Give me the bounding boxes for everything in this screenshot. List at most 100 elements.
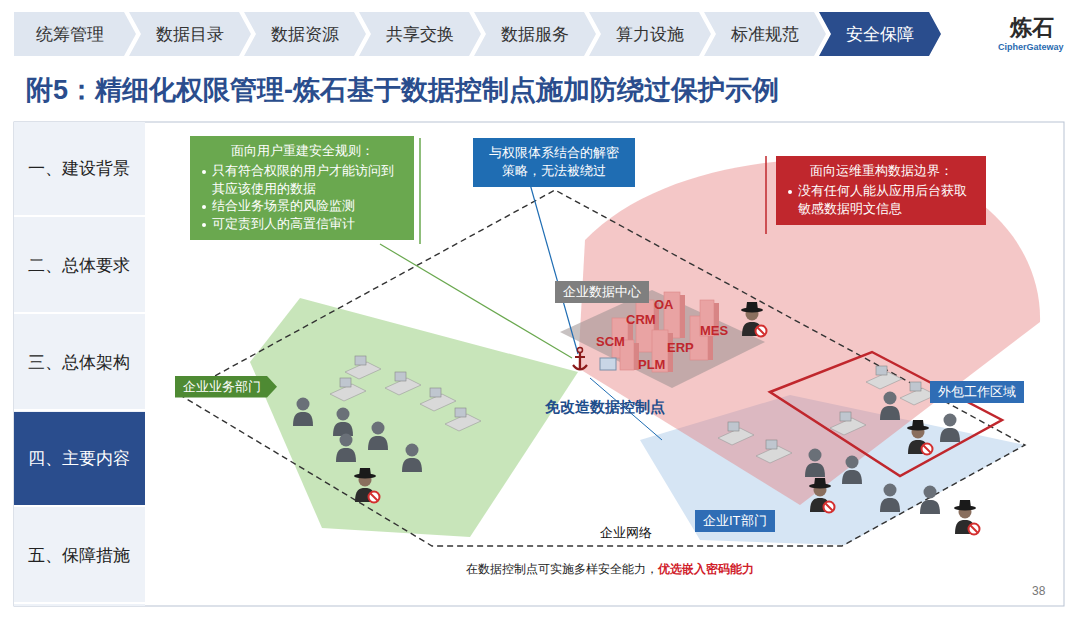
hat-crown (959, 500, 971, 508)
monitor (728, 422, 739, 431)
staff-icon (805, 449, 825, 478)
callout-row: 没有任何人能从应用后台获取敏感数据明文信息 (786, 183, 976, 218)
attacker-icon (954, 500, 980, 535)
system-label: OA (654, 297, 674, 312)
person-body (336, 448, 356, 462)
leader-line (419, 138, 421, 244)
callout-row: 面向运维重构数据边界： (786, 162, 976, 180)
tab-label: 数据目录 (156, 23, 224, 46)
area-tag: 企业业务部门 (175, 376, 277, 398)
system-label: SCM (596, 334, 625, 349)
callout-row: 结合业务场景的风险监测 (200, 198, 404, 216)
callout-row: 只有符合权限的用户才能访问到其应该使用的数据 (200, 163, 404, 198)
attacker-icon (809, 478, 835, 513)
sidebar-label: 一、建设背景 (28, 157, 130, 180)
workstation (330, 378, 366, 401)
staff-icon (920, 486, 940, 515)
sidebar-item: 三、总体架构 (14, 316, 145, 411)
control-point-label: 免改造数据控制点 (545, 398, 665, 417)
staff-icon (402, 444, 422, 473)
person-body (920, 500, 940, 514)
callout-row: 可定责到人的高置信审计 (200, 216, 404, 234)
monitor (876, 366, 887, 375)
caption-text: 在数据控制点可实施多样安全能力， (466, 562, 658, 577)
anchor-hook (573, 365, 587, 370)
person-head (846, 456, 859, 469)
tab-label: 安全保障 (846, 23, 914, 46)
logo-text: CipherGateway (998, 42, 1064, 52)
caption-highlight: 优选嵌入密码能力 (658, 562, 754, 577)
bullet-text: 只有符合权限的用户才能访问到其应该使用的数据 (212, 163, 404, 198)
page-title: 附5：精细化权限管理-炼石基于数据控制点施加防绕过保护示例 (26, 72, 779, 108)
user-fan (250, 298, 578, 537)
workstation (830, 412, 866, 435)
attacker-icon (741, 302, 767, 337)
staff-icon (940, 414, 960, 443)
content-frame (14, 122, 1064, 606)
person-head (372, 422, 385, 435)
monitor (395, 372, 406, 381)
nav-tab: 标准规范 (704, 12, 826, 56)
ban-sign (756, 326, 767, 337)
person-head (809, 449, 822, 462)
sidebar-label: 四、主要内容 (28, 447, 130, 470)
nav-tab: 安全保障 (819, 12, 941, 56)
system-label: MES (700, 323, 728, 338)
monitor (430, 388, 441, 397)
monitor (355, 356, 366, 365)
person-body (293, 412, 313, 426)
nav-tab: 数据目录 (129, 12, 251, 56)
network-label: 企业网络 (600, 524, 652, 542)
ban-sign (969, 524, 980, 535)
staff-icon (842, 456, 862, 485)
monitor (766, 440, 777, 449)
area-tag: 企业数据中心 (555, 281, 649, 303)
callout-box: 面向运维重构数据边界： 没有任何人能从应用后台获取敏感数据明文信息 (776, 156, 986, 225)
tag-label: 企业数据中心 (563, 283, 641, 301)
person-body (880, 498, 900, 512)
person-head (406, 444, 419, 457)
sidebar-item: 五、保障措施 (14, 509, 145, 604)
person-head (337, 408, 350, 421)
page-number: 38 (1032, 584, 1045, 598)
attacker-icon (907, 420, 933, 455)
sidebar-item: 一、建设背景 (14, 122, 145, 217)
staff-icon (293, 398, 313, 427)
logo-mark: 炼石 (1010, 13, 1054, 43)
system-label: CRM (626, 312, 656, 327)
person-head (944, 414, 957, 427)
nav-tab: 统筹管理 (14, 12, 136, 56)
ban-sign (824, 502, 835, 513)
callout-heading: 面向用户重建安全规则： (231, 142, 374, 160)
workstation (718, 422, 754, 445)
sidebar-label: 三、总体架构 (28, 351, 130, 374)
person-body (880, 406, 900, 420)
workstation (756, 440, 792, 463)
anchor-ring (578, 348, 583, 353)
person-head (884, 392, 897, 405)
workstation (866, 366, 902, 389)
person-body (333, 422, 353, 436)
tag-label: 企业IT部门 (703, 512, 767, 530)
person-body (805, 463, 825, 477)
nav-tab: 数据资源 (244, 12, 366, 56)
workstation (385, 372, 421, 395)
person-body (940, 428, 960, 442)
anchor-bar (575, 356, 585, 358)
person-body (402, 458, 422, 472)
monitor (840, 412, 851, 421)
bullet-dot (202, 205, 206, 209)
staff-icon (336, 434, 356, 463)
sidebar-item: 四、主要内容 (14, 412, 145, 507)
hat-crown (912, 420, 924, 428)
nav-tab: 算力设施 (589, 12, 711, 56)
area-tag: 企业IT部门 (695, 510, 775, 532)
ban-slash (924, 446, 931, 453)
staff-icon (333, 408, 353, 437)
sidebar-label: 二、总体要求 (28, 254, 130, 277)
bullet-dot (202, 170, 206, 174)
gateway-box (600, 358, 616, 370)
leader-line (380, 244, 572, 358)
callout-row: 与权限体系结合的解密策略，无法被绕过 (483, 144, 625, 180)
